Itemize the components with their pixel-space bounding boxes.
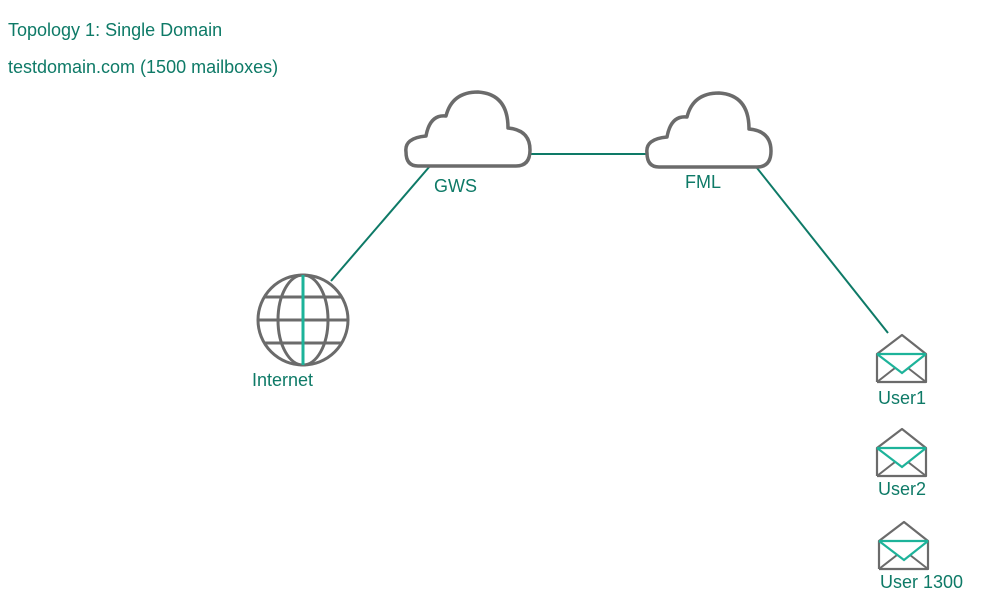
node-label-gws: GWS bbox=[434, 176, 477, 196]
node-label-internet: Internet bbox=[252, 370, 314, 390]
edge-fml-user1 bbox=[756, 167, 889, 334]
envelope-icon bbox=[875, 427, 928, 478]
node-label-user2: User2 bbox=[878, 479, 927, 499]
node-label-fml: FML bbox=[685, 172, 721, 192]
envelope-icon bbox=[877, 520, 930, 571]
edge-internet-gws bbox=[330, 165, 431, 282]
globe-icon bbox=[256, 273, 350, 367]
node-label-user1: User1 bbox=[878, 388, 927, 408]
cloud-icon bbox=[404, 90, 532, 168]
node-label-user1300: User 1300 bbox=[880, 572, 964, 592]
cloud-icon bbox=[645, 91, 773, 169]
diagram-title: Topology 1: Single Domain bbox=[8, 20, 223, 40]
diagram-subtitle: testdomain.com (1500 mailboxes) bbox=[8, 57, 279, 77]
envelope-icon bbox=[875, 333, 928, 384]
